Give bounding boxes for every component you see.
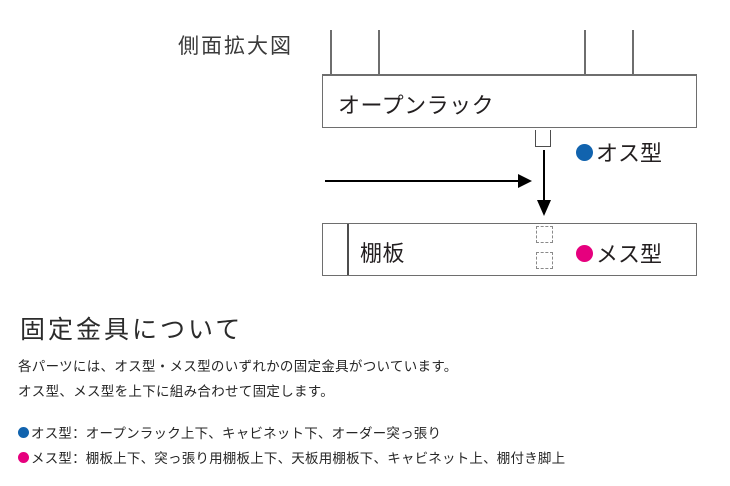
bullet-item-female: メス型：棚板上下、突っ張り用棚板上下、天板用棚板下、キャビネット上、棚付き脚上 bbox=[18, 447, 565, 467]
side-view-caption: 側面拡大図 bbox=[178, 35, 293, 58]
bullet-label-male: オス型：オープンラック上下、キャビネット下、オーダー突っ張り bbox=[31, 426, 442, 441]
horizontal-arrow-head-icon bbox=[518, 174, 532, 188]
male-dot-icon bbox=[576, 143, 593, 161]
horizontal-arrow-shaft bbox=[325, 180, 521, 182]
bullet-dot-male-icon bbox=[18, 426, 29, 438]
shelf-board-divider bbox=[347, 224, 349, 275]
open-rack-label: オープンラック bbox=[338, 93, 495, 118]
shelf-board-label: 棚板 bbox=[360, 241, 406, 266]
female-legend-label: メス型 bbox=[596, 242, 663, 267]
female-dot-icon bbox=[576, 244, 593, 262]
rack-leg-4 bbox=[632, 30, 634, 75]
male-connector-icon bbox=[535, 130, 551, 147]
fitting-diagram: 側面拡大図 オープンラック オス型 棚板 メス bbox=[178, 30, 697, 276]
body-paragraph-line-2: オス型、メス型を上下に組み合わせて固定します。 bbox=[18, 384, 335, 399]
rack-leg-3 bbox=[584, 30, 586, 75]
rack-leg-1 bbox=[330, 30, 332, 75]
bullet-label-female: メス型：棚板上下、突っ張り用棚板上下、天板用棚板下、キャビネット上、棚付き脚上 bbox=[31, 451, 566, 466]
bullet-dot-female-icon bbox=[18, 451, 29, 463]
female-socket-upper-icon bbox=[536, 226, 553, 243]
rack-leg-2 bbox=[378, 30, 380, 75]
vertical-arrow-head-icon bbox=[537, 200, 551, 216]
male-legend-label: オス型 bbox=[596, 141, 663, 166]
shelf-board-box bbox=[322, 223, 697, 276]
vertical-arrow-shaft bbox=[543, 150, 545, 203]
bullet-item-male: オス型：オープンラック上下、キャビネット下、オーダー突っ張り bbox=[18, 422, 441, 442]
body-paragraph-line-1: 各パーツには、オス型・メス型のいずれかの固定金具がついています。 bbox=[18, 359, 458, 374]
open-rack-box bbox=[322, 75, 697, 128]
female-socket-lower-icon bbox=[536, 252, 553, 269]
female-legend: メス型 bbox=[576, 237, 662, 269]
section-heading: 固定金具について bbox=[20, 316, 244, 344]
male-legend: オス型 bbox=[576, 136, 662, 168]
